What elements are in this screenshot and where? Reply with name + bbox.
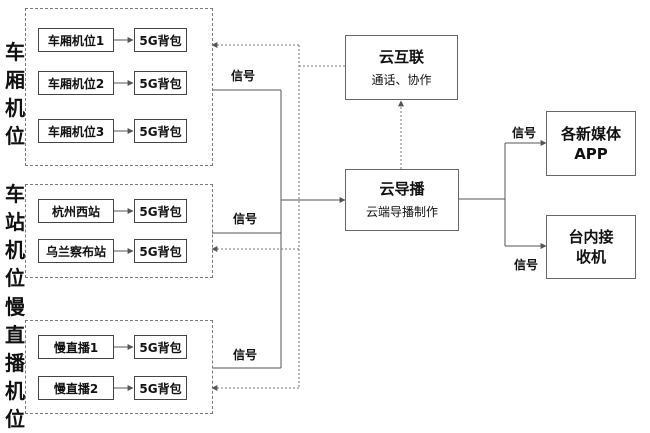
new-media-app-title: 各新媒体APP <box>560 124 621 163</box>
group-label-carriage: 车厢机位 <box>5 40 25 148</box>
station-position-hangzhou-west: 杭州西站 <box>38 199 114 223</box>
cloud-director-title: 云导播 <box>379 180 425 198</box>
carriage-group <box>25 8 213 166</box>
carriage-position-1: 车厢机位1 <box>38 28 114 52</box>
signal-label-carriage: 信号 <box>231 69 256 83</box>
cloud-interconnect-subtitle: 通话、协作 <box>371 72 432 87</box>
group-label-station: 车站机位 <box>5 182 25 290</box>
backpack-slowlive-1: 5G背包 <box>134 335 187 359</box>
station-group <box>25 184 213 278</box>
station-receiver-title: 台内接收机 <box>568 228 614 266</box>
carriage-position-3: 车厢机位3 <box>38 119 114 143</box>
slowlive-group <box>25 320 213 414</box>
cloud-interconnect-title: 云互联 <box>378 47 424 66</box>
backpack-carriage-3: 5G背包 <box>134 119 187 143</box>
signal-label-station: 信号 <box>233 212 258 226</box>
cloud-director-subtitle: 云端导播制作 <box>365 205 438 219</box>
cloud-interconnect-node: 云互联 通话、协作 <box>345 35 458 100</box>
group-label-slowlive: 慢直播机位 <box>5 295 25 431</box>
backpack-carriage-2: 5G背包 <box>134 71 187 95</box>
camera-to-backpack-arrows <box>113 37 134 391</box>
feedback-dotted-lines <box>211 42 404 391</box>
backpack-station-2: 5G背包 <box>134 239 187 263</box>
output-lines <box>459 140 547 249</box>
signal-label-slowlive: 信号 <box>233 348 258 362</box>
backpack-carriage-1: 5G背包 <box>134 28 187 52</box>
signal-label-new-media: 信号 <box>512 126 537 140</box>
station-receiver-node: 台内接收机 <box>546 215 636 279</box>
signal-label-receiver: 信号 <box>514 258 539 272</box>
slowlive-position-2: 慢直播2 <box>38 376 114 400</box>
slowlive-position-1: 慢直播1 <box>38 335 114 359</box>
backpack-slowlive-2: 5G背包 <box>134 376 187 400</box>
station-position-ulanqab: 乌兰察布站 <box>38 239 114 263</box>
carriage-position-2: 车厢机位2 <box>38 71 114 95</box>
signal-trunk-lines <box>212 89 346 369</box>
cloud-director-node: 云导播 云端导播制作 <box>345 169 459 231</box>
new-media-app-node: 各新媒体APP <box>546 111 636 176</box>
backpack-station-1: 5G背包 <box>134 199 187 223</box>
